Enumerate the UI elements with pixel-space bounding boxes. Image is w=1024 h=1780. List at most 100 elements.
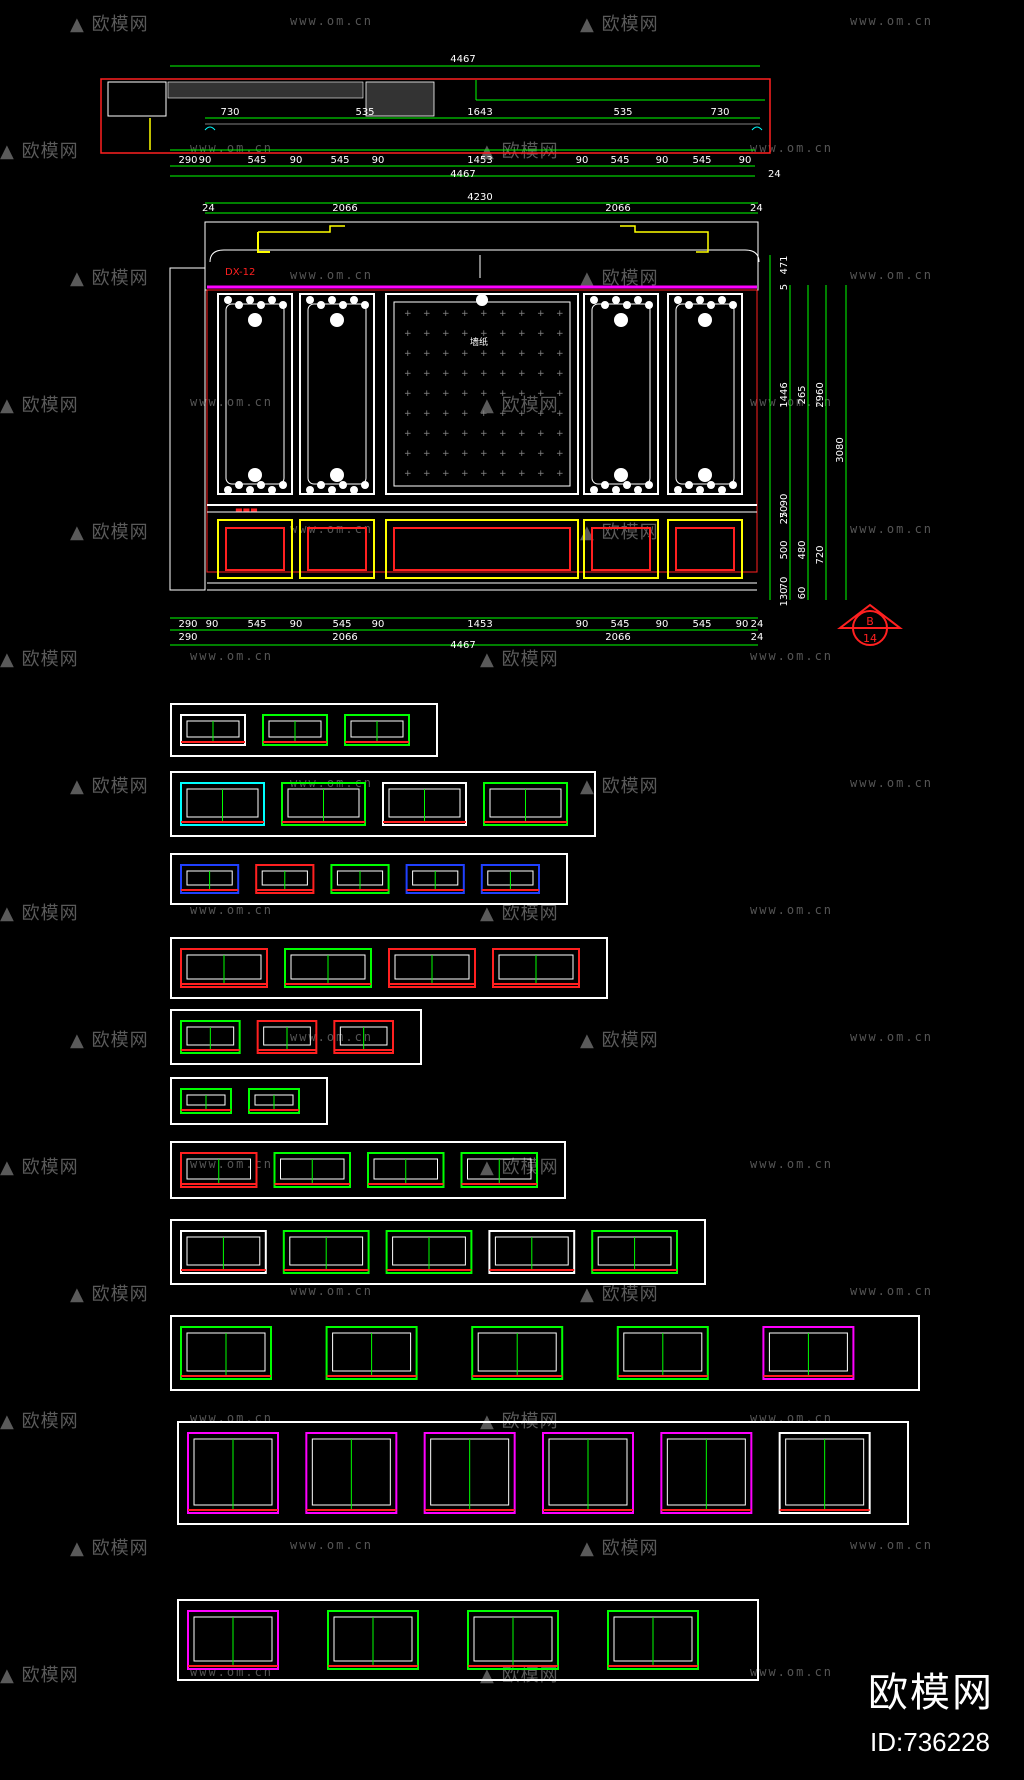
bottom-dim-1: 545 [610, 619, 629, 630]
right-dim: 130 [779, 587, 790, 606]
elevation-center-label: 墙纸 [470, 336, 488, 348]
watermark-brand: ▲ 欧模网 [70, 1030, 149, 1051]
ornament [246, 486, 254, 494]
right-dim: 480 [797, 540, 808, 559]
dado-panel [299, 519, 375, 579]
ornament [623, 481, 631, 489]
top-lower-dim: 90 [290, 155, 303, 166]
bottom-dim-2: 2066 [332, 632, 357, 643]
ornament [634, 296, 642, 304]
quilt-mark: + [461, 349, 469, 359]
quilt-mark: + [499, 309, 507, 319]
quilt-mark: + [556, 309, 564, 319]
thumbnail-drawing [255, 864, 315, 894]
dado-panel [667, 519, 743, 579]
quilt-mark: + [556, 469, 564, 479]
watermark-brand: ▲ 欧模网 [0, 395, 79, 416]
ornament [306, 296, 314, 304]
ornament [614, 468, 628, 482]
watermark-url: www.om.cn [290, 1538, 374, 1552]
watermark-url: www.om.cn [290, 268, 374, 282]
quilt-mark: + [461, 329, 469, 339]
thumbnail-drawing [467, 1610, 559, 1670]
top-lower-dim: 90 [372, 155, 385, 166]
quilt-mark: + [404, 469, 412, 479]
watermark-brand: ▲ 欧模网 [580, 1030, 659, 1051]
ornament [328, 486, 336, 494]
right-dim: 90 [779, 494, 790, 507]
thumbnail-drawing [256, 1020, 318, 1054]
quilt-mark: + [499, 469, 507, 479]
quilt-mark: + [499, 429, 507, 439]
right-dim: 3080 [835, 437, 846, 462]
ornament [317, 481, 325, 489]
brand-logo: 欧模网 [868, 1670, 994, 1716]
ornament [674, 486, 682, 494]
quilt-mark: + [442, 449, 450, 459]
quilt-mark: + [404, 449, 412, 459]
ornament [279, 301, 287, 309]
ornament [248, 313, 262, 327]
main-elevation: 4230 24 2066 2066 24 DX-12 +++++++++++++… [169, 192, 903, 651]
quilt-mark: + [442, 329, 450, 339]
thumbnail-drawing [385, 1230, 473, 1274]
watermark-brand: ▲ 欧模网 [0, 141, 79, 162]
quilt-mark: + [537, 309, 545, 319]
quilt-mark: + [442, 349, 450, 359]
thumbnail-drawing [180, 714, 246, 746]
quilt-mark: + [518, 389, 526, 399]
watermark-brand: ▲ 欧模网 [580, 1284, 659, 1305]
quilt-mark: + [423, 429, 431, 439]
thumbnail-drawing [492, 948, 580, 988]
quilt-mark: + [518, 429, 526, 439]
ornament [685, 301, 693, 309]
dado-panel-inner [307, 527, 367, 571]
dado-panel [583, 519, 659, 579]
quilt-mark: + [461, 389, 469, 399]
right-dim: 1446 [779, 382, 790, 407]
quilt-mark: + [442, 409, 450, 419]
quilt-mark: + [423, 369, 431, 379]
watermark-url: www.om.cn [750, 1157, 834, 1171]
watermark-brand: ▲ 欧模网 [70, 14, 149, 35]
watermark-brand: ▲ 欧模网 [70, 522, 149, 543]
elevation-bottom-total: 4467 [450, 640, 475, 651]
ornament [224, 296, 232, 304]
thumbnail-drawing [180, 1230, 267, 1274]
elevation-tag-left: DX-12 [225, 267, 255, 278]
quilt-mark: + [556, 389, 564, 399]
thumbnail-drawing [542, 1432, 634, 1514]
right-dim: 471 [779, 255, 790, 274]
watermark-brand: ▲ 欧模网 [0, 903, 79, 924]
ornament [612, 296, 620, 304]
watermark-brand: ▲ 欧模网 [0, 1411, 79, 1432]
right-dim: 60 [797, 587, 808, 600]
thumbnail-drawing [382, 782, 467, 826]
quilt-mark: + [518, 449, 526, 459]
quilt-mark: + [404, 309, 412, 319]
quilt-mark: + [423, 409, 431, 419]
watermark-url: www.om.cn [850, 1538, 934, 1552]
ornament [361, 301, 369, 309]
quilt-mark: + [556, 409, 564, 419]
thumbnail-drawing [180, 1326, 272, 1380]
bottom-dim-2: 2066 [605, 632, 630, 643]
top-upper-dim: 730 [220, 107, 239, 118]
watermark-brand: ▲ 欧模网 [580, 268, 659, 289]
bottom-dim-1: 90 [372, 619, 385, 630]
top-lower-dim: 545 [610, 155, 629, 166]
dado-panel-inner [225, 527, 285, 571]
thumbnail-sheet [170, 937, 608, 999]
thumbnail-drawing [282, 1230, 370, 1274]
right-dim: 265 [797, 385, 808, 404]
thumbnail-drawing [480, 864, 540, 894]
quilt-mark: + [537, 429, 545, 439]
ornament [601, 301, 609, 309]
ornament [698, 468, 712, 482]
quilt-mark: + [518, 369, 526, 379]
right-dim: 2960 [815, 382, 826, 407]
watermark-brand: ▲ 欧模网 [0, 649, 79, 670]
wall-panel [583, 293, 659, 495]
bottom-dim-1: 545 [692, 619, 711, 630]
ornament [612, 486, 620, 494]
